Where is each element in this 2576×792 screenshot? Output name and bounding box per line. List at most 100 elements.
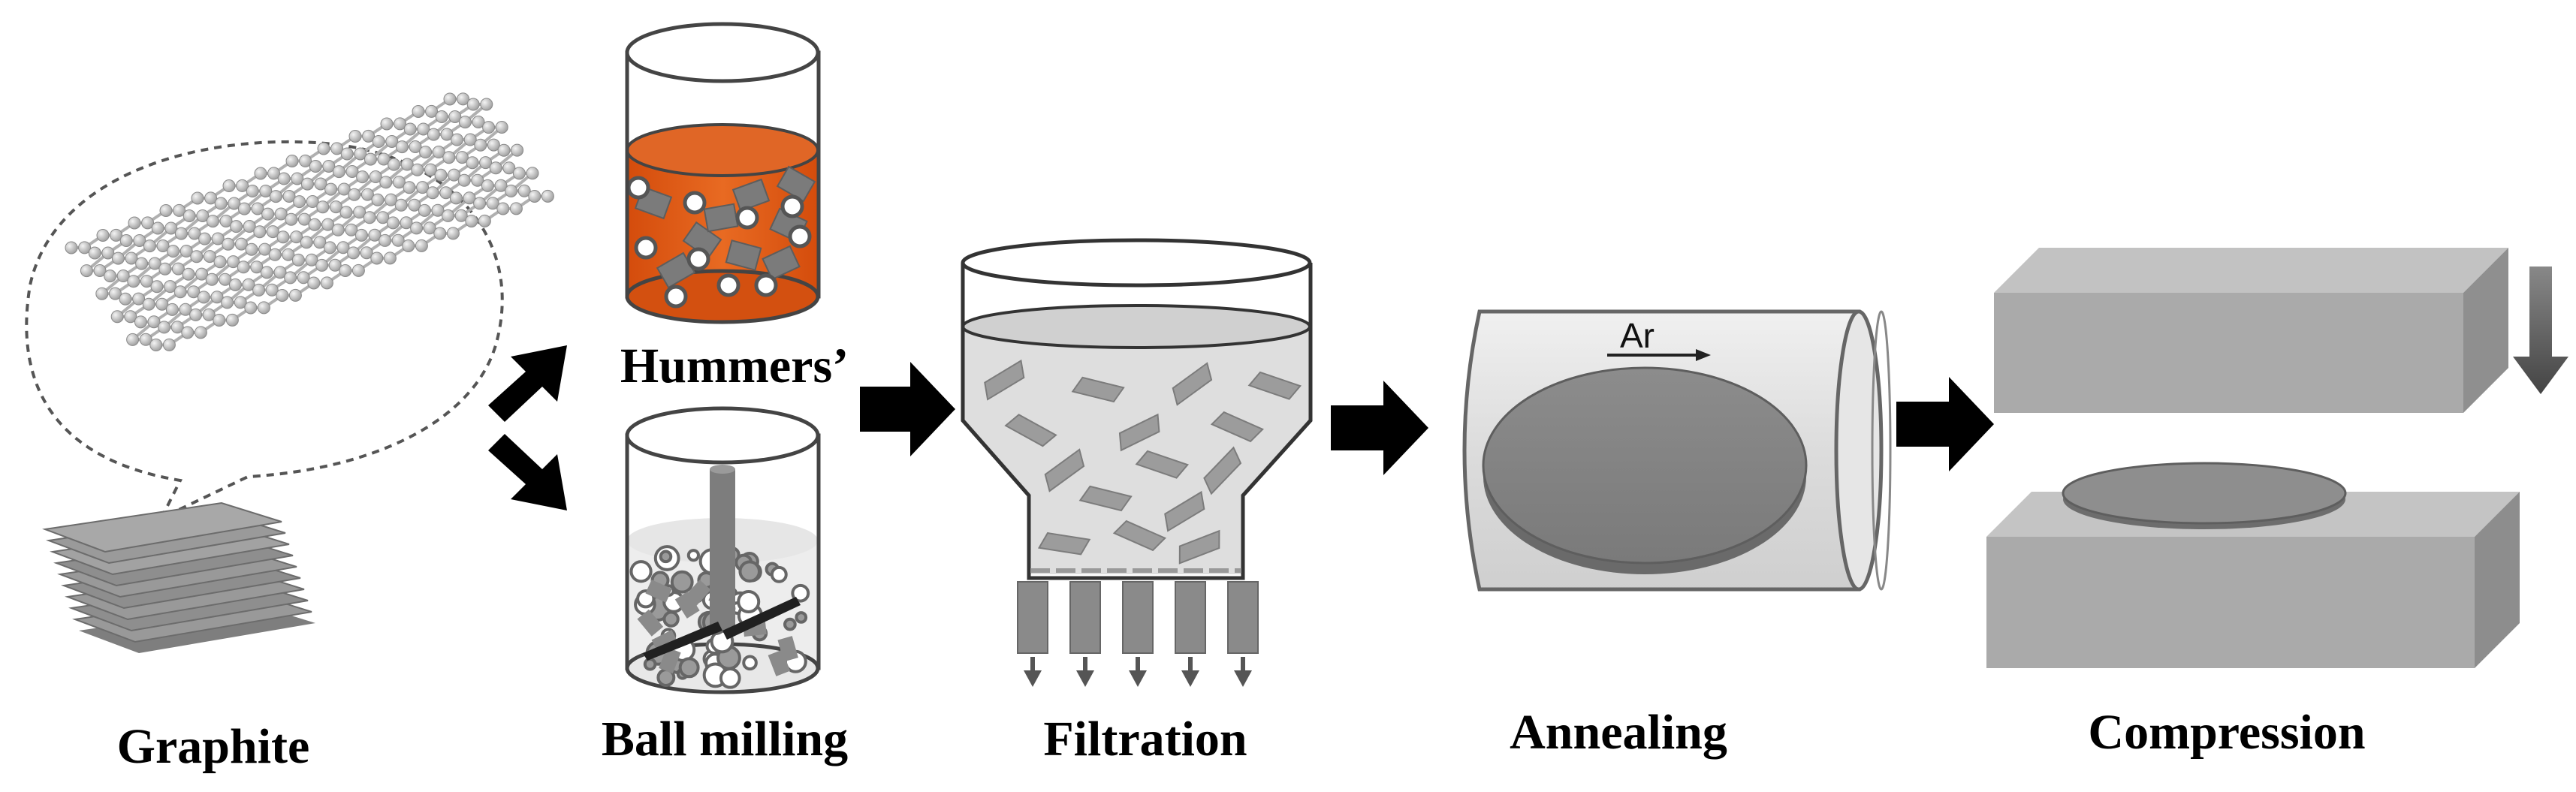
carbon-atom [408,198,421,212]
carbon-atom [219,215,233,227]
carbon-atom [392,176,406,189]
carbon-atom [340,147,354,161]
carbon-atom [351,263,365,277]
carbon-atom [297,271,310,285]
carbon-atom [291,253,305,267]
carbon-atom [80,264,93,278]
carbon-atom [479,156,493,170]
carbon-atom [307,276,321,290]
carbon-atom [330,142,344,155]
carbon-atom [148,257,161,270]
carbon-atom [432,146,445,159]
carbon-atom [65,241,78,254]
milling-ball [791,583,810,603]
carbon-atom [237,202,251,215]
carbon-atom [372,135,385,149]
carbon-atom [210,291,224,304]
carbon-atom [219,273,232,286]
carbon-atom [511,143,524,157]
gray-flake [731,178,771,212]
carbon-atom [411,163,424,176]
gray-flake [1071,376,1125,403]
gray-flake [768,649,791,676]
carbon-atom [274,207,288,221]
carbon-atom [321,218,335,231]
carbon-atom [222,237,235,251]
carbon-atom [108,287,122,300]
hummers-beaker-icon [625,22,821,324]
carbon-atom [300,177,314,191]
carbon-atom [383,251,397,265]
carbon-atom [230,220,243,233]
carbon-atom [179,303,192,316]
carbon-atom [482,121,496,134]
carbon-atom [317,142,330,155]
carbon-atom [156,239,170,252]
carbon-atom [124,310,137,324]
gray-flake [1178,529,1220,565]
carbon-atom [143,239,156,253]
carbon-atom [179,245,193,258]
carbon-atom [134,315,147,329]
milling-ball [738,560,761,583]
carbon-atom [158,321,171,334]
carbon-atom [290,230,303,244]
carbon-atom [174,227,188,240]
carbon-atom [386,216,400,230]
carbon-atom [316,200,330,214]
carbon-atom [457,173,471,187]
milling-ball [678,657,700,679]
carbon-atom [402,239,415,252]
carbon-atom [376,211,390,224]
carbon-atom [412,105,425,118]
carbon-atom [188,227,201,240]
carbon-atom [541,189,554,203]
gray-flake [1210,411,1264,443]
carbon-atom [282,248,295,261]
carbon-atom [426,186,439,200]
carbon-atom [203,250,216,263]
carbon-atom [440,128,454,141]
carbon-atom [353,206,366,219]
carbon-atom [442,209,455,222]
carbon-atom [234,296,247,309]
milling-ball [659,550,673,564]
carbon-atom [489,161,502,175]
carbon-atom [337,182,351,196]
step-label-annealing: Annealing [1510,705,1727,760]
carbon-atom [288,288,302,302]
outlet-tube [1175,581,1206,654]
carbon-atom [116,270,130,283]
carbon-atom [125,251,138,265]
gray-flake [777,636,798,662]
carbon-atom [285,155,299,167]
filtration-funnel-icon [961,238,1313,687]
process-arrow-icon [488,434,567,510]
carbon-atom [443,92,457,106]
carbon-atom [418,203,431,217]
drip-arrow-head [1234,670,1252,687]
carbon-atom [473,197,487,210]
carbon-atom [423,221,436,235]
carbon-atom [446,227,460,240]
carbon-atom [394,117,407,131]
tube-furnace-icon: Ar [1462,309,1892,592]
carbon-atom [155,297,169,311]
carbon-atom [528,189,541,203]
carbon-atom [266,225,279,239]
milling-ball [737,590,761,614]
carbon-atom [434,168,448,182]
carbon-atom [267,167,281,180]
carbon-atom [173,203,186,217]
carbon-atom [236,179,249,192]
carbon-atom [147,315,161,329]
carbon-atom [164,221,178,235]
carbon-atom [451,133,464,146]
carbon-atom [480,98,493,111]
carbon-atom [466,156,479,170]
carbon-atom [509,202,523,215]
bubble [686,247,710,271]
carbon-atom [439,186,453,200]
carbon-atom [251,202,264,215]
carbon-atom [465,214,478,227]
